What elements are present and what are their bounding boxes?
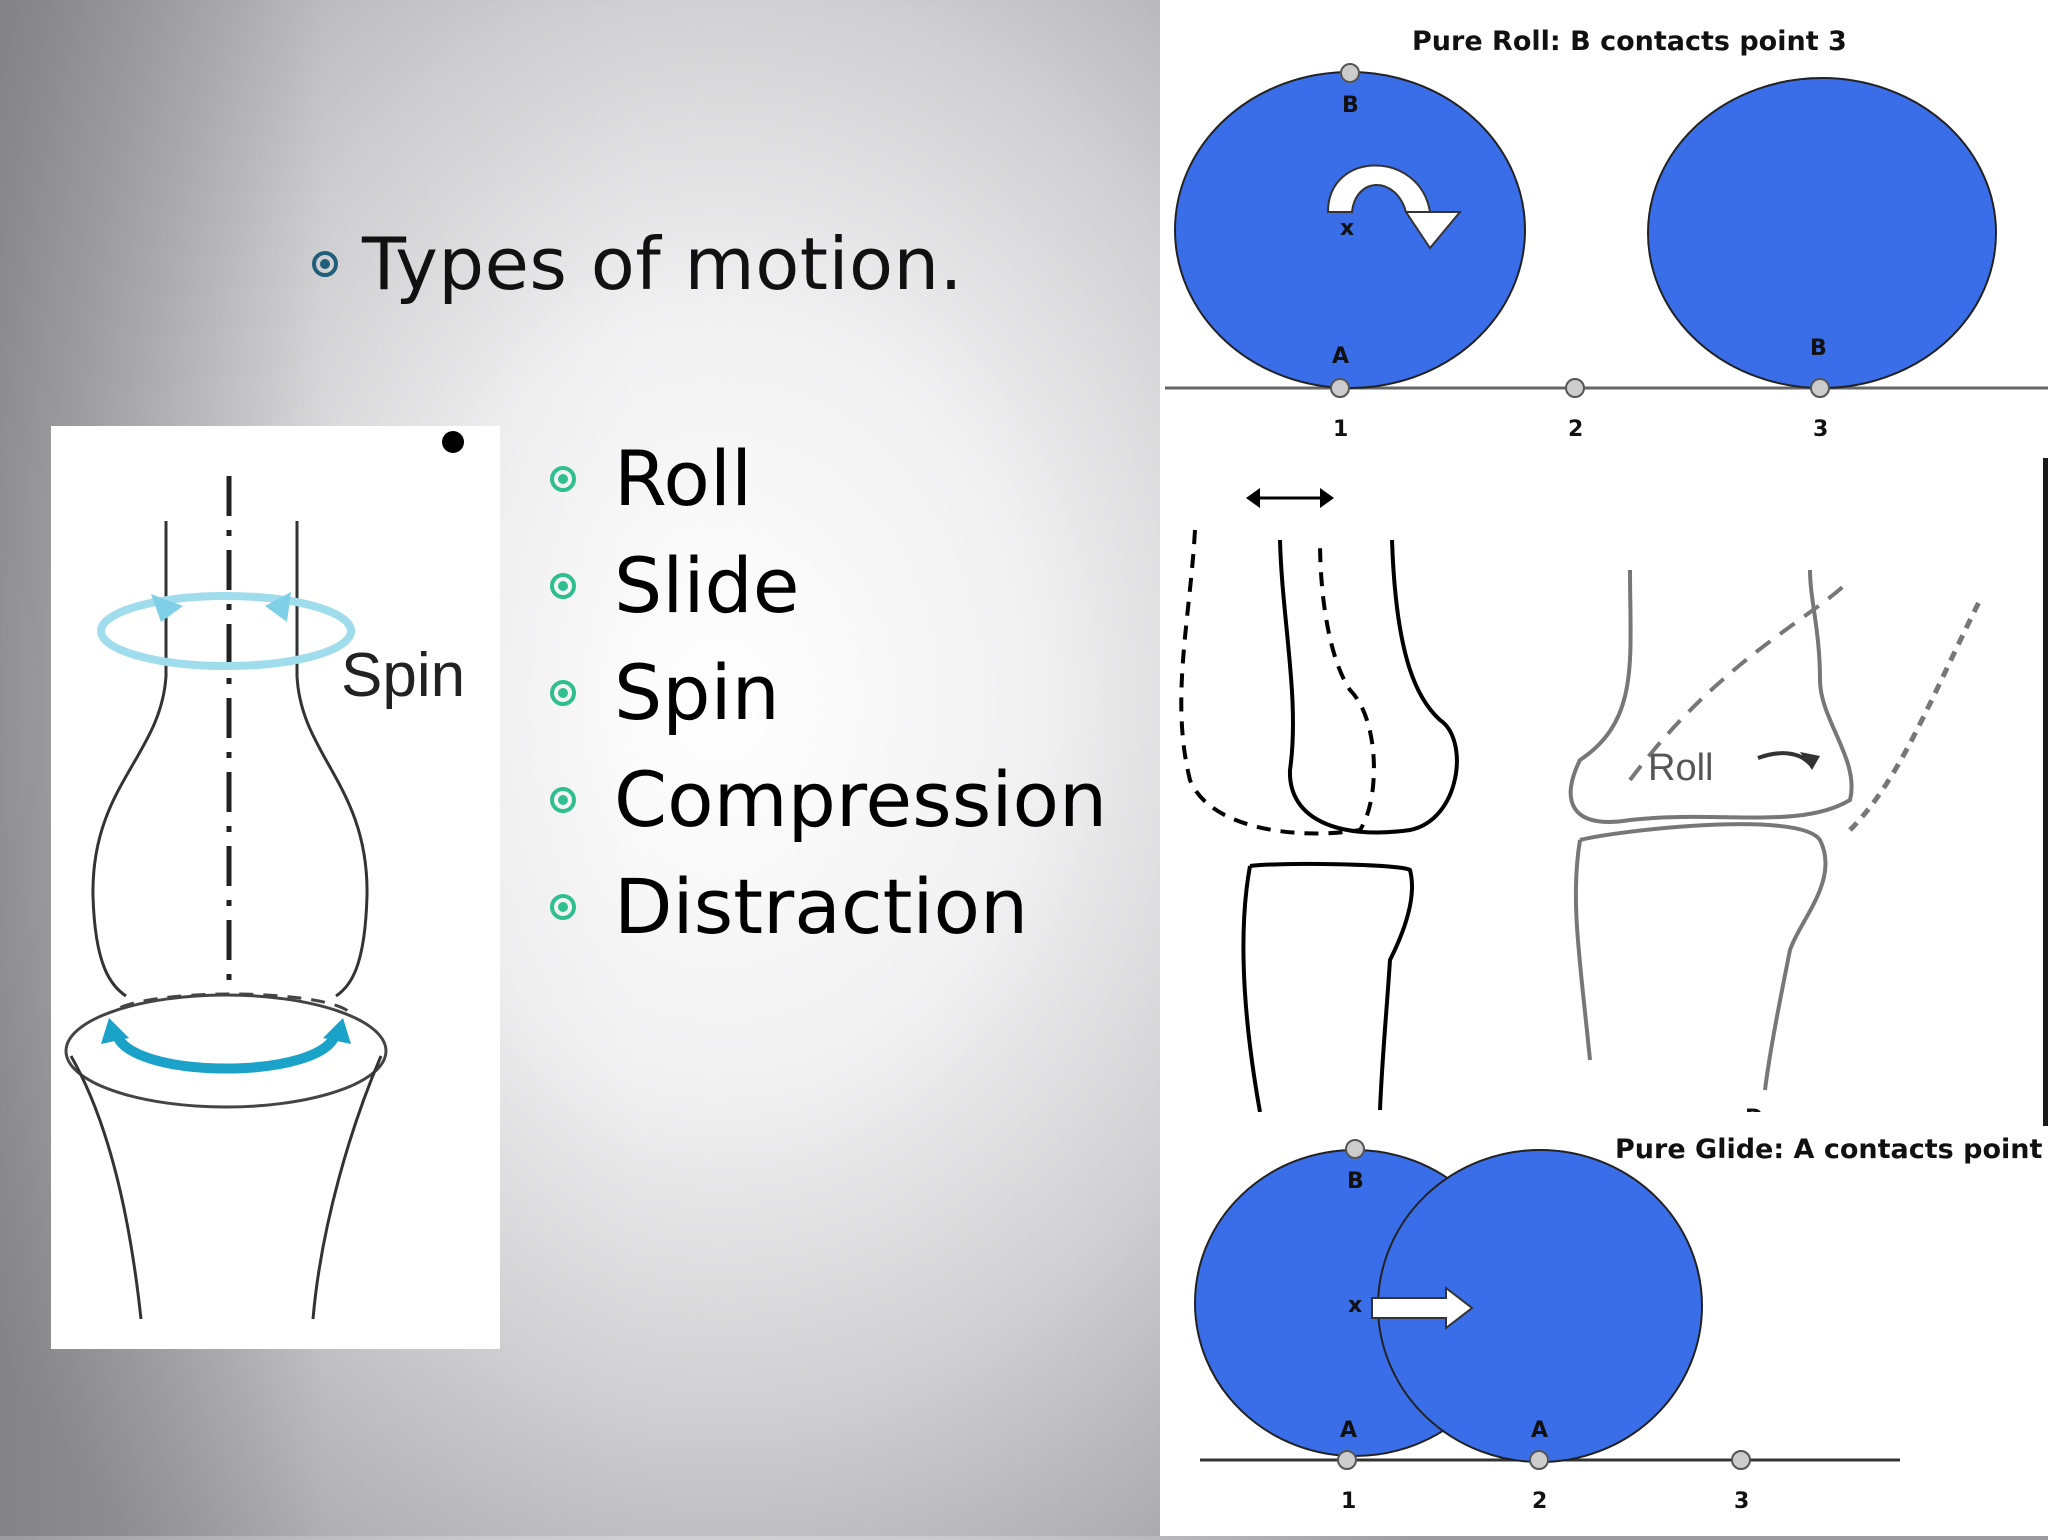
motion-types-list: Roll Slide Spin Compression Distraction [550, 425, 1107, 960]
marker-b-label: B [1810, 336, 1827, 361]
contact-point [1529, 1450, 1549, 1470]
list-item: Compression [550, 746, 1107, 853]
roll-path-outline [1848, 598, 1983, 832]
femur-outline [1278, 539, 1459, 835]
arrowhead-icon [323, 1018, 351, 1044]
arrowhead-icon [1404, 211, 1463, 250]
bullet-icon [550, 572, 576, 599]
arrowhead-icon [265, 592, 291, 622]
point-label: 3 [1734, 1489, 1749, 1514]
contact-point [1731, 1450, 1751, 1470]
motion-diagrams-panel: Pure Roll: B contacts point 3 B x A B 1 … [1160, 0, 2048, 1536]
list-item: Slide [550, 532, 1107, 639]
motion-diagrams: Pure Roll: B contacts point 3 B x A B 1 … [1160, 26, 2048, 1536]
point-label: 2 [1532, 1489, 1547, 1514]
marker-point [1345, 1139, 1365, 1159]
spin-label: Spin [341, 641, 465, 710]
tibia-outline [1579, 822, 1828, 1091]
arrowhead-icon [1246, 488, 1260, 508]
spin-joint-drawing: Spin [64, 431, 465, 1320]
marker-point [1340, 63, 1360, 83]
spin-illustration: Spin [51, 426, 500, 1349]
roll-path-outline [1628, 578, 1852, 782]
bone-outline [295, 521, 369, 998]
marker-a-label: A [1332, 344, 1349, 369]
marker-a-label: A [1340, 1418, 1357, 1443]
marker-b-label: B [1342, 93, 1359, 118]
femur-shifted-outline [1179, 529, 1376, 836]
joint-base [64, 993, 388, 1109]
bullet-icon [550, 786, 576, 813]
point-label: 2 [1568, 417, 1583, 442]
tibia-outline [1241, 865, 1262, 1113]
pure-glide-caption: Pure Glide: A contacts point 2 [1615, 1134, 2048, 1165]
arrowhead-icon [1320, 488, 1334, 508]
tibia-outline [1249, 861, 1414, 1111]
point-label: 3 [1813, 417, 1828, 442]
slide-heading: Types of motion. [312, 222, 963, 306]
roll-label: Roll [1648, 747, 1713, 789]
contact-point [1810, 378, 1830, 398]
knee-roll-slide-diagram: Roll D [1179, 488, 1983, 1131]
list-item-label: Slide [614, 541, 800, 630]
bullet-icon [550, 465, 576, 492]
pure-roll-diagram: Pure Roll: B contacts point 3 B x A B 1 … [1165, 26, 2048, 442]
list-item: Roll [550, 425, 1107, 532]
contact-point [1565, 378, 1585, 398]
arrowhead-icon [1800, 752, 1820, 770]
marker-b-label: B [1347, 1169, 1364, 1194]
bone-outline [91, 521, 168, 998]
point-label: 1 [1341, 1489, 1356, 1514]
arrowhead-icon [101, 1018, 129, 1044]
arrowhead-icon [151, 594, 183, 622]
femur-outline [1568, 569, 1854, 824]
center-x-label: x [1348, 1293, 1362, 1318]
heading-bullet-icon [312, 251, 338, 277]
list-item-label: Compression [614, 755, 1108, 844]
bullet-icon [550, 893, 576, 920]
point-label: 1 [1333, 417, 1348, 442]
spin-arrow-icon [97, 592, 355, 670]
bullet-icon [550, 679, 576, 706]
bone-outline [69, 1055, 143, 1320]
glide-arrow-icon [1371, 1285, 1474, 1331]
center-x-label: x [1340, 216, 1354, 241]
pure-glide-diagram: Pure Glide: A contacts point 2 B x A A 1… [1160, 1112, 2048, 1536]
list-item: Distraction [550, 853, 1107, 960]
list-item: Spin [550, 639, 1107, 746]
dot-marker [442, 431, 464, 453]
contact-point [1330, 378, 1350, 398]
list-item-label: Roll [614, 434, 753, 523]
contact-point [1337, 1450, 1357, 1470]
bone-outline [311, 1055, 383, 1320]
marker-a-label: A [1531, 1418, 1548, 1443]
tibia-outline [1573, 839, 1592, 1061]
list-item-label: Spin [614, 648, 780, 737]
spin-arrow-icon [111, 1029, 341, 1074]
heading-text: Types of motion. [362, 222, 964, 306]
list-item-label: Distraction [614, 862, 1029, 951]
edge-divider [2043, 458, 2048, 1126]
pure-roll-caption: Pure Roll: B contacts point 3 [1412, 26, 1847, 57]
